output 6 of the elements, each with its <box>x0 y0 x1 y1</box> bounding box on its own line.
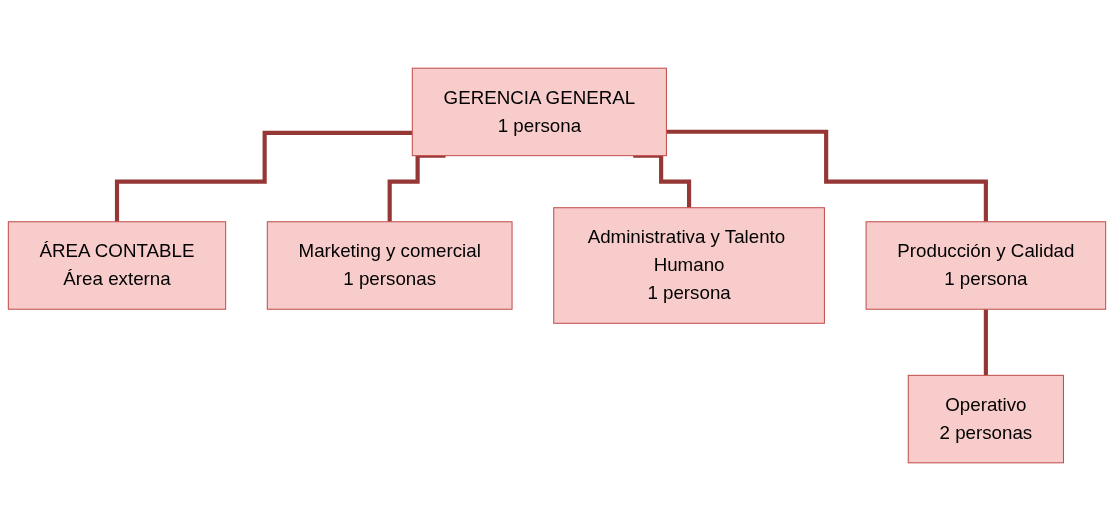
node-box: Marketing y comercial 1 personas <box>266 221 513 310</box>
node-box: GERENCIA GENERAL 1 persona <box>411 67 667 157</box>
node-box: Operativo 2 personas <box>907 374 1064 464</box>
node-box: ÁREA CONTABLE Área externa <box>7 221 227 310</box>
node-box: Administrativa y Talento Humano 1 persona <box>553 207 825 324</box>
node-box: Producción y Calidad 1 persona <box>865 221 1107 310</box>
